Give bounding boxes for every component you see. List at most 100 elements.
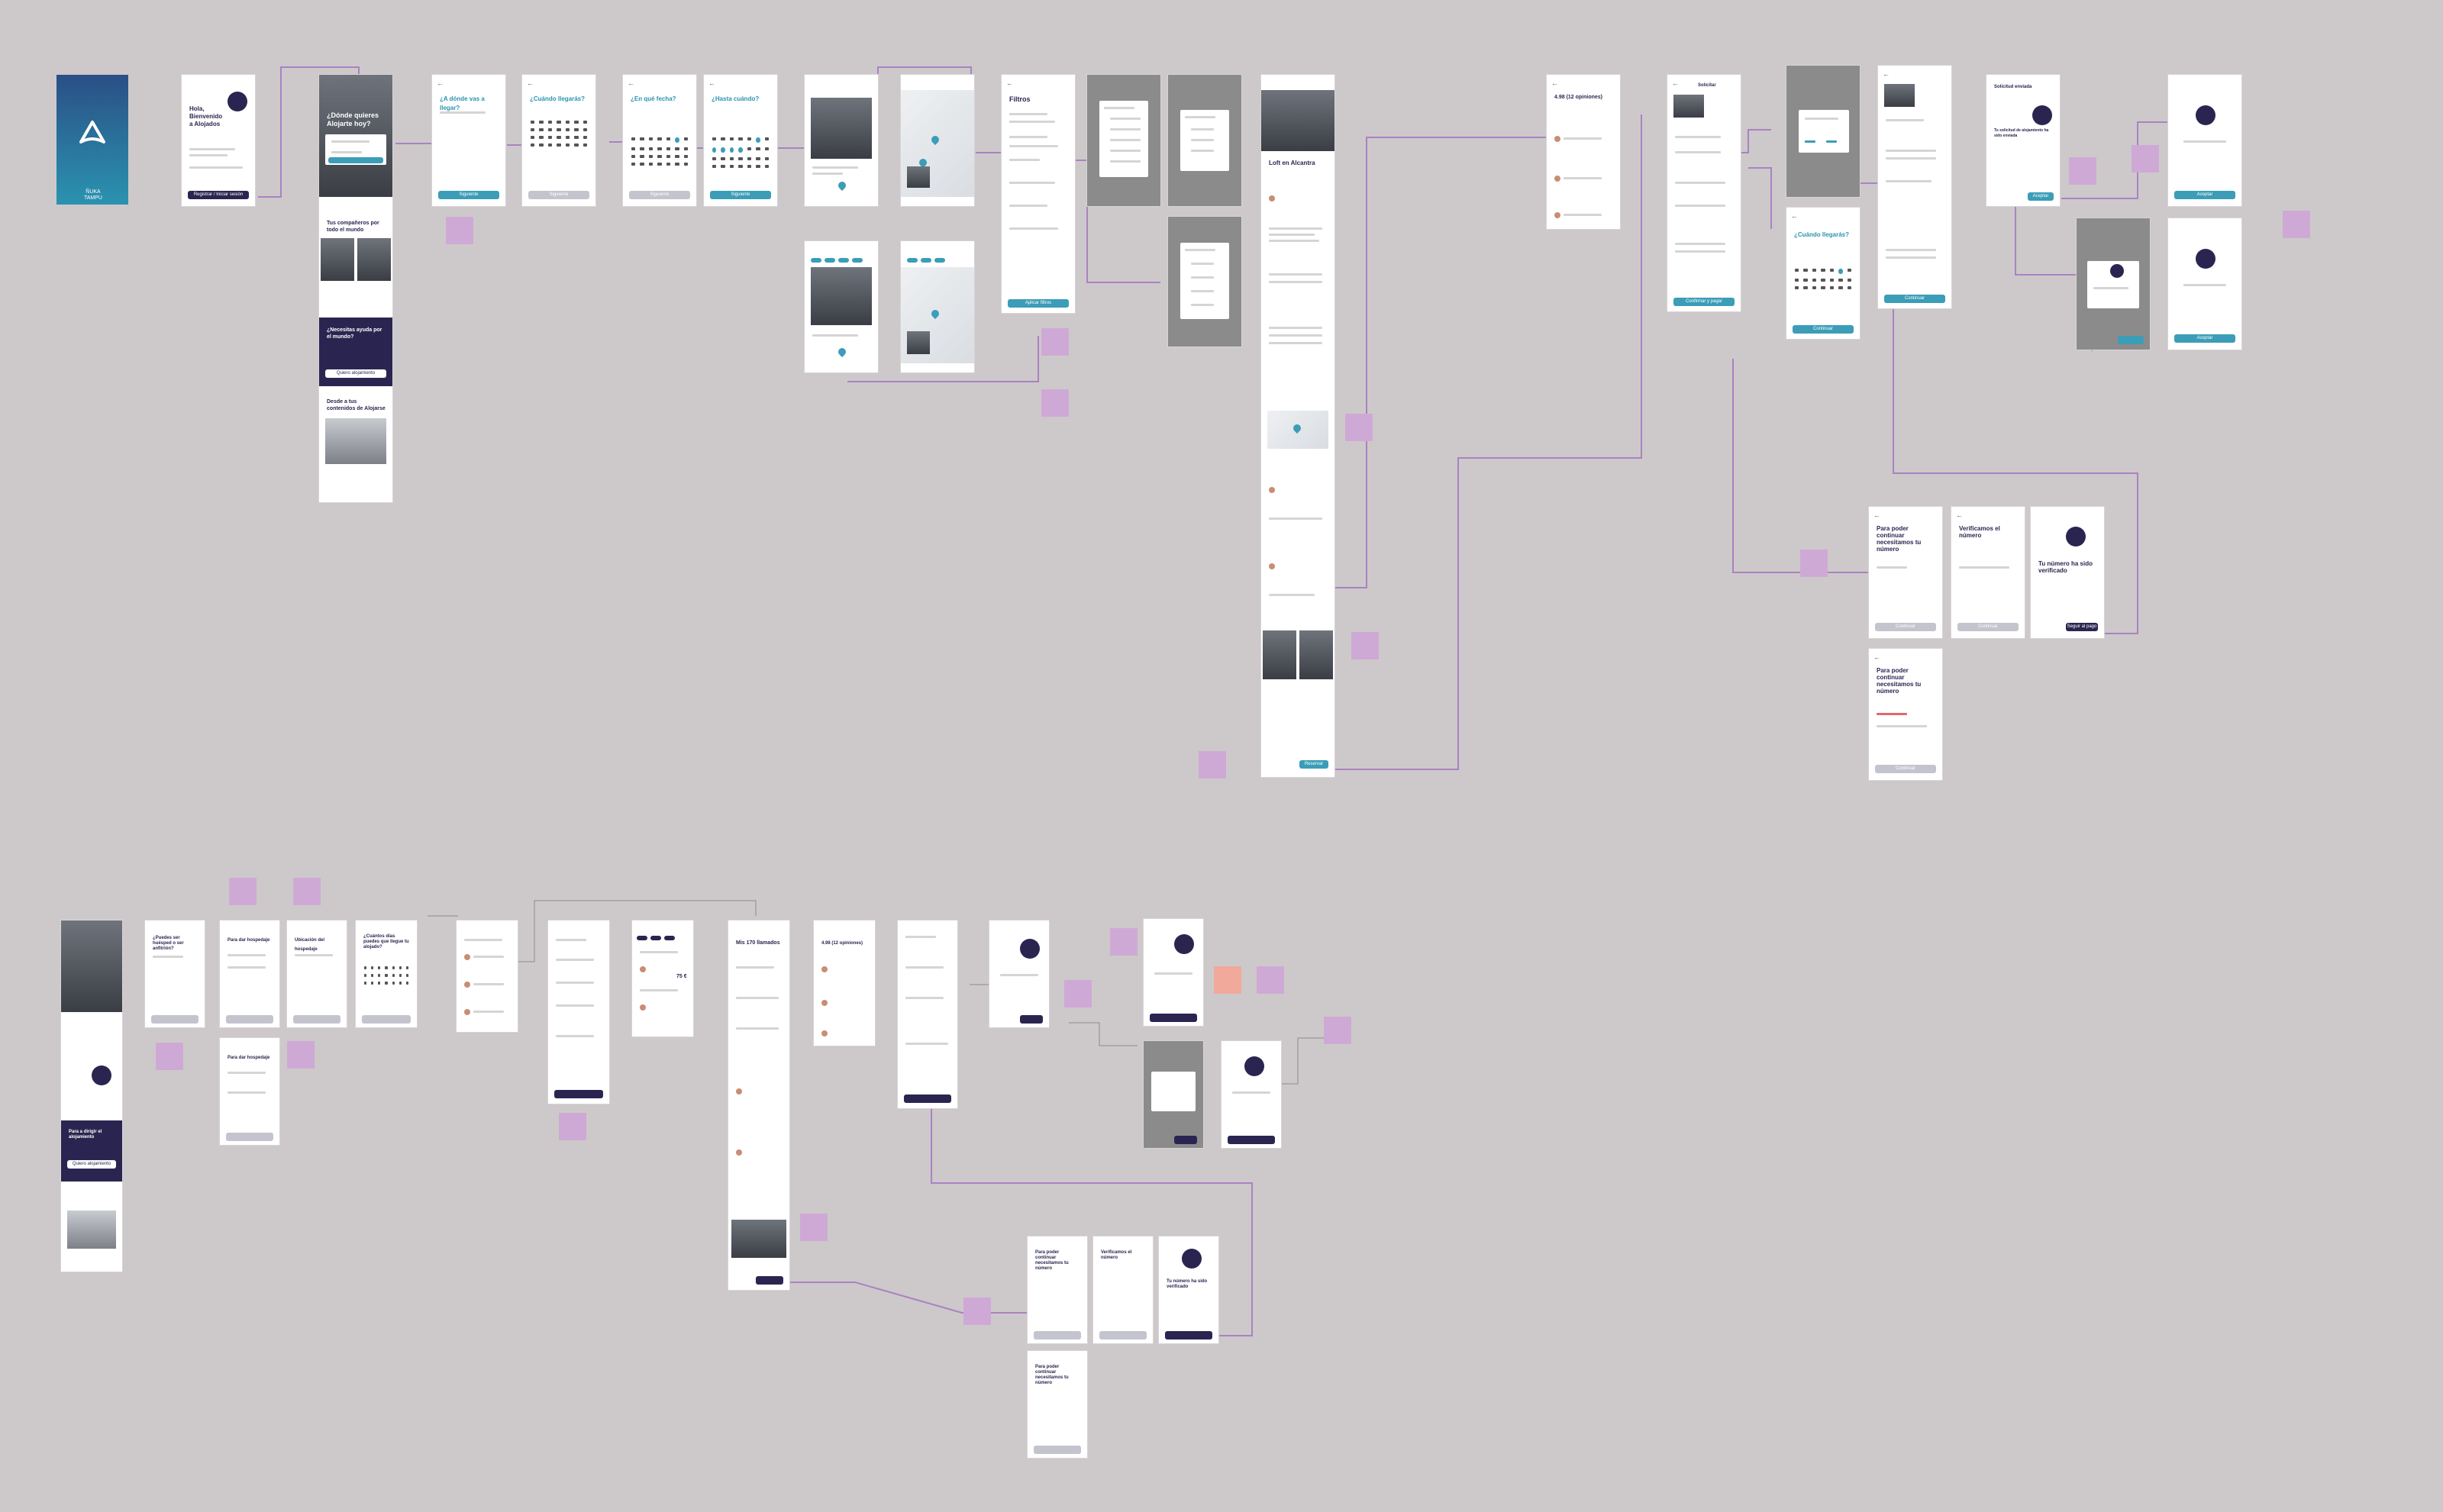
continue-button[interactable]	[1099, 1331, 1147, 1340]
accept-button[interactable]: Aceptar	[2028, 192, 2054, 201]
back-arrow-icon[interactable]: ←	[1006, 79, 1013, 87]
placeholder-mark	[921, 258, 931, 263]
confirm-pay-button[interactable]: Confirmar y pagar	[1673, 298, 1735, 306]
continue-to-pay-button[interactable]	[1165, 1331, 1212, 1340]
back-arrow-icon[interactable]: ←	[1873, 653, 1880, 661]
next-button[interactable]: Siguiente	[528, 191, 589, 199]
continue-button[interactable]: Continuar	[1875, 765, 1936, 773]
continue-button[interactable]	[226, 1133, 273, 1141]
placeholder-mark	[640, 137, 644, 140]
related-listing[interactable]	[1263, 630, 1296, 679]
placeholder-mark	[756, 157, 760, 160]
filter-options-card[interactable]	[1180, 243, 1229, 319]
filter-options-card[interactable]	[1099, 101, 1148, 177]
listing-thumb[interactable]	[907, 331, 930, 354]
back-arrow-icon[interactable]: ←	[1956, 511, 1963, 519]
calendar[interactable]	[710, 137, 771, 168]
host-location-screen: Ubicación del hospedaje	[287, 920, 347, 1027]
register-button[interactable]: Registrar / Iniciar sesión	[188, 191, 249, 199]
next-button[interactable]: Siguiente	[438, 191, 499, 199]
placeholder-mark	[1269, 594, 1315, 596]
sticky-note	[446, 217, 473, 244]
placeholder-mark	[1269, 517, 1322, 520]
back-arrow-icon[interactable]: ←	[1551, 79, 1558, 87]
placeholder-mark	[1795, 279, 1799, 282]
calendar[interactable]	[629, 137, 690, 166]
continue-button[interactable]: Continuar	[1957, 623, 2019, 631]
destination-card[interactable]	[321, 238, 354, 281]
next-button[interactable]: Siguiente	[710, 191, 771, 199]
accept-button[interactable]: Aceptar	[2174, 191, 2235, 199]
calendar[interactable]	[362, 966, 411, 985]
promo-button[interactable]: Quiero alojamiento	[325, 369, 386, 378]
placeholder-mark	[364, 982, 367, 985]
verify-number-error-screen: ← Para poder continuar necesitamos tu nú…	[1869, 649, 1942, 780]
continue-button[interactable]	[362, 1015, 411, 1024]
placeholder-mark	[729, 165, 734, 168]
back-arrow-icon[interactable]: ←	[1672, 79, 1679, 87]
apply-filters-button[interactable]	[554, 1090, 603, 1098]
continue-button[interactable]	[226, 1015, 273, 1024]
accept-button[interactable]	[1174, 1136, 1197, 1144]
placeholder-mark	[838, 258, 849, 263]
book-button[interactable]	[756, 1276, 783, 1285]
placeholder-mark	[747, 137, 752, 140]
back-arrow-icon[interactable]: ←	[628, 79, 634, 87]
calendar[interactable]	[1793, 269, 1854, 289]
filter-options-card[interactable]	[1180, 110, 1229, 171]
placeholder-mark	[1269, 334, 1322, 337]
reviews-title: 4.98 (12 opiniones)	[1554, 95, 1603, 100]
back-arrow-icon[interactable]: ←	[1883, 70, 1890, 78]
accept-button[interactable]	[1150, 1014, 1197, 1022]
sticky-note	[1345, 414, 1373, 441]
placeholder-mark	[764, 137, 769, 140]
arrival-title: ¿Cuándo llegarás?	[530, 95, 586, 102]
back-arrow-icon[interactable]: ←	[708, 79, 715, 87]
calendar[interactable]	[528, 121, 589, 147]
search-button[interactable]	[328, 157, 383, 163]
continue-button[interactable]	[1034, 1446, 1081, 1454]
placeholder-mark	[729, 147, 734, 153]
destination-card[interactable]	[357, 238, 391, 281]
continue-to-pay-button[interactable]: Seguir al pago	[2066, 623, 2098, 631]
placeholder-mark	[1009, 227, 1058, 230]
placeholder-mark	[539, 121, 544, 124]
accept-button[interactable]	[1228, 1136, 1275, 1144]
host-promo-button[interactable]: Quiero alojamiento	[67, 1160, 116, 1169]
placeholder-mark	[547, 136, 553, 139]
back-arrow-icon[interactable]: ←	[437, 79, 444, 87]
apply-filters-button[interactable]: Aplicar filtros	[1008, 299, 1069, 308]
listing-image[interactable]	[811, 98, 872, 159]
book-button[interactable]: Reservar	[1299, 760, 1328, 769]
back-arrow-icon[interactable]: ←	[527, 79, 534, 87]
until-screen: ← ¿Hasta cuándo? Siguiente	[704, 75, 777, 206]
continue-button[interactable]	[151, 1015, 198, 1024]
listing-photo[interactable]	[731, 1220, 786, 1258]
continue-button[interactable]: Continuar	[1793, 325, 1854, 334]
accept-button[interactable]: Aceptar	[2174, 334, 2235, 343]
back-arrow-icon[interactable]: ←	[1873, 511, 1880, 519]
back-arrow-icon[interactable]: ←	[1791, 212, 1798, 220]
placeholder-mark	[1191, 304, 1214, 306]
related-listing[interactable]	[1299, 630, 1333, 679]
host-filters-screen	[548, 920, 609, 1104]
continue-button[interactable]: Continuar	[1875, 623, 1936, 631]
listing-image[interactable]	[811, 267, 872, 325]
listing-photo[interactable]	[1261, 90, 1334, 151]
accept-button[interactable]	[2118, 336, 2144, 344]
listing-thumb[interactable]	[907, 166, 930, 188]
placeholder-mark	[378, 982, 381, 985]
modal-card[interactable]	[2087, 261, 2139, 308]
placeholder-mark	[657, 147, 662, 150]
accept-button[interactable]	[1020, 1015, 1043, 1024]
placeholder-mark	[631, 147, 636, 150]
modal-card[interactable]	[1799, 110, 1849, 153]
continue-button[interactable]	[1034, 1331, 1081, 1340]
next-button[interactable]: Siguiente	[629, 191, 690, 199]
continue-button[interactable]: Continuar	[1884, 295, 1945, 303]
placeholder-mark	[1812, 286, 1817, 289]
confirm-pay-button[interactable]	[904, 1095, 951, 1103]
placeholder-mark	[1838, 269, 1843, 274]
continue-button[interactable]	[293, 1015, 340, 1024]
modal-card[interactable]	[1151, 1072, 1196, 1111]
